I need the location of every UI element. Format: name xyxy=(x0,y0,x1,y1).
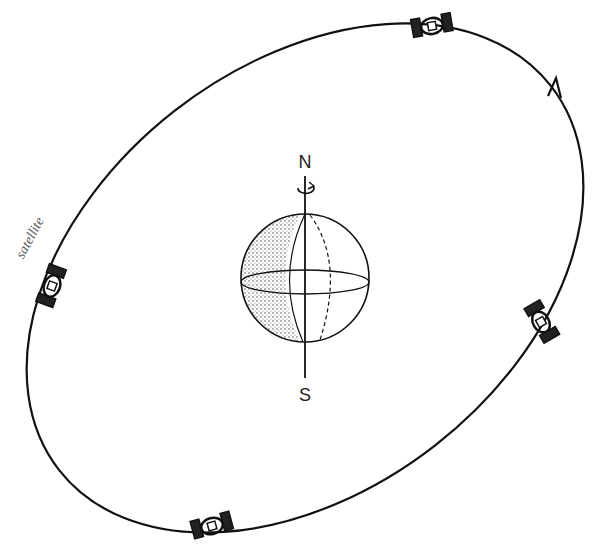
pole-label: N xyxy=(299,153,312,171)
orbit-arrow xyxy=(548,78,561,98)
satellite-label: satellite xyxy=(13,215,46,261)
pole-label: S xyxy=(299,386,311,404)
satellite-icons xyxy=(36,13,560,539)
earth-axis xyxy=(304,176,306,378)
